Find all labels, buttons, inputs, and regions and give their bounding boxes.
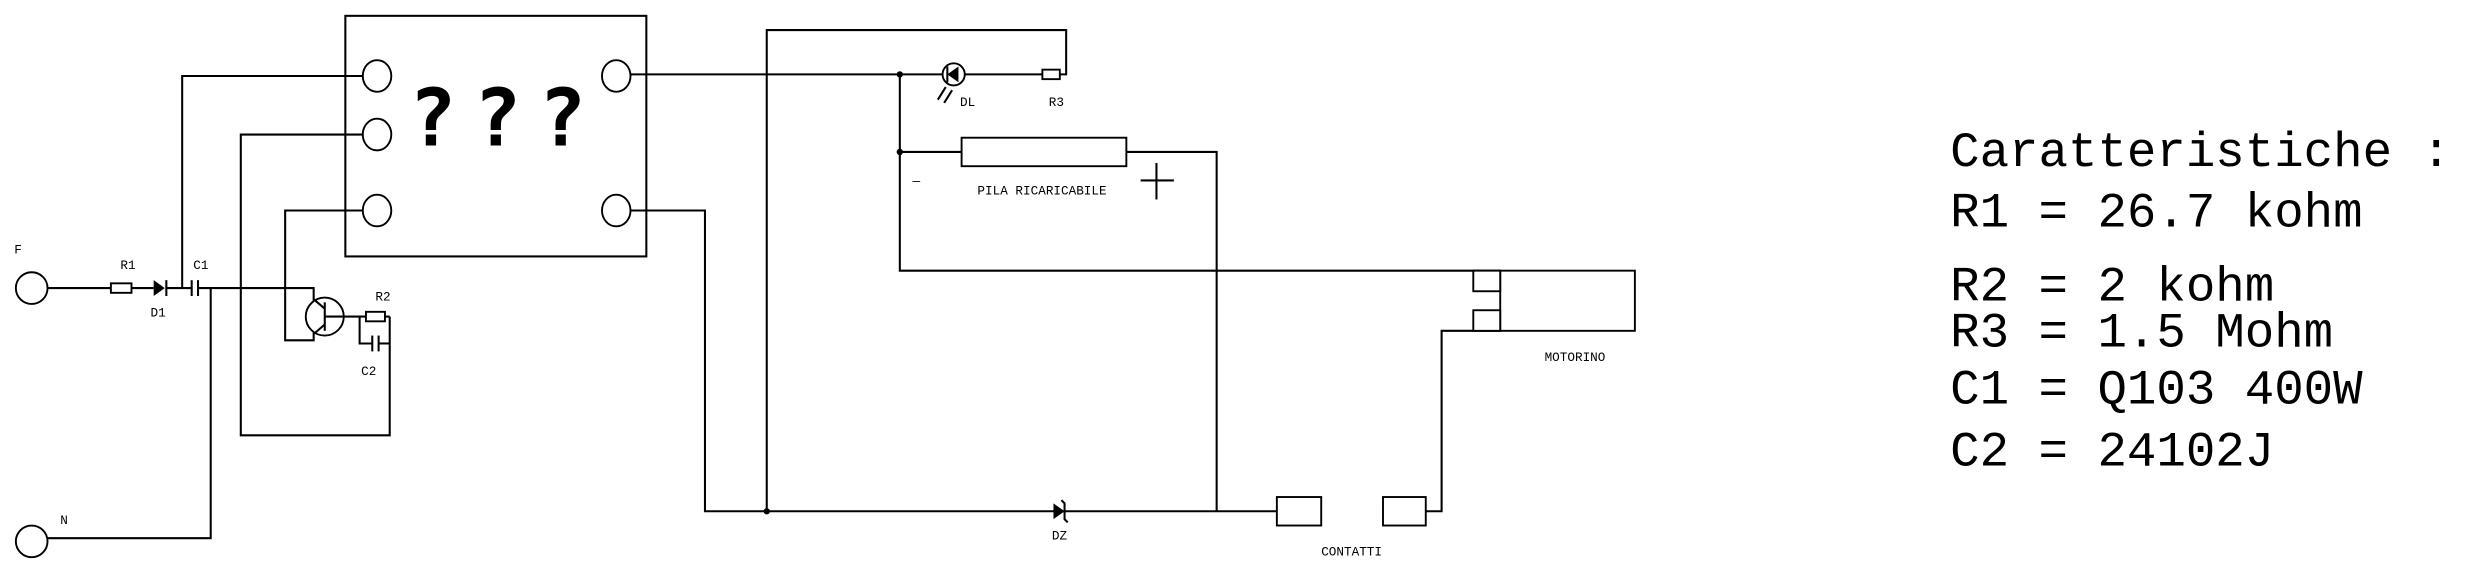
spec-line: R1 = 26.7 kohm (1950, 185, 2362, 241)
battery-plus (1140, 163, 1174, 200)
spec-line: C1 = Q103 400W (1950, 363, 2363, 419)
terminal-n-label: N (60, 513, 68, 528)
resistor-r3 (1041, 68, 1061, 81)
specs-panel: Caratteristiche : R1 = 26.7 kohm R2 = 2 … (1950, 125, 2451, 480)
terminal-n (14, 524, 49, 559)
d1-label: D1 (150, 306, 165, 321)
unknown-chip: ??? (344, 14, 648, 258)
r2-label: R2 (375, 290, 390, 305)
chip-pin (361, 193, 393, 228)
capacitor-c1 (190, 280, 200, 296)
terminal-f (14, 271, 49, 305)
spec-line: C2 = 24102J (1950, 424, 2274, 480)
zener-dz (1053, 499, 1069, 524)
spec-line: R2 = 2 kohm (1950, 260, 2274, 316)
contact (1275, 496, 1323, 527)
chip-pin (361, 59, 393, 93)
dz-label: DZ (1052, 529, 1068, 544)
c2-label: C2 (361, 364, 376, 379)
resistor-r1 (109, 282, 133, 294)
chip-label: ??? (409, 73, 586, 165)
battery-label: PILA RICARICABILE (977, 184, 1106, 199)
chip-pin (601, 193, 632, 228)
r1-label: R1 (120, 258, 135, 273)
motor-label: MOTORINO (1545, 350, 1606, 365)
diode-d1 (153, 280, 165, 296)
contact (1382, 496, 1427, 527)
capacitor-c2 (371, 335, 380, 352)
transistor (304, 296, 366, 337)
led-dl (936, 62, 966, 104)
terminal-f-label: F (14, 242, 22, 257)
chip-pin (601, 59, 632, 93)
chip-pin (361, 117, 393, 152)
specs-title: Caratteristiche : (1950, 125, 2451, 181)
dl-label: DL (960, 95, 975, 110)
r3-label: R3 (1049, 95, 1064, 110)
c1-label: C1 (193, 258, 208, 273)
resistor-r2 (364, 310, 386, 323)
battery (960, 136, 1128, 168)
motor (1472, 269, 1636, 332)
contacts-label: CONTATTI (1321, 545, 1382, 560)
spec-line: R3 = 1.5 Mohm (1950, 306, 2333, 362)
battery-minus: — (911, 174, 920, 189)
